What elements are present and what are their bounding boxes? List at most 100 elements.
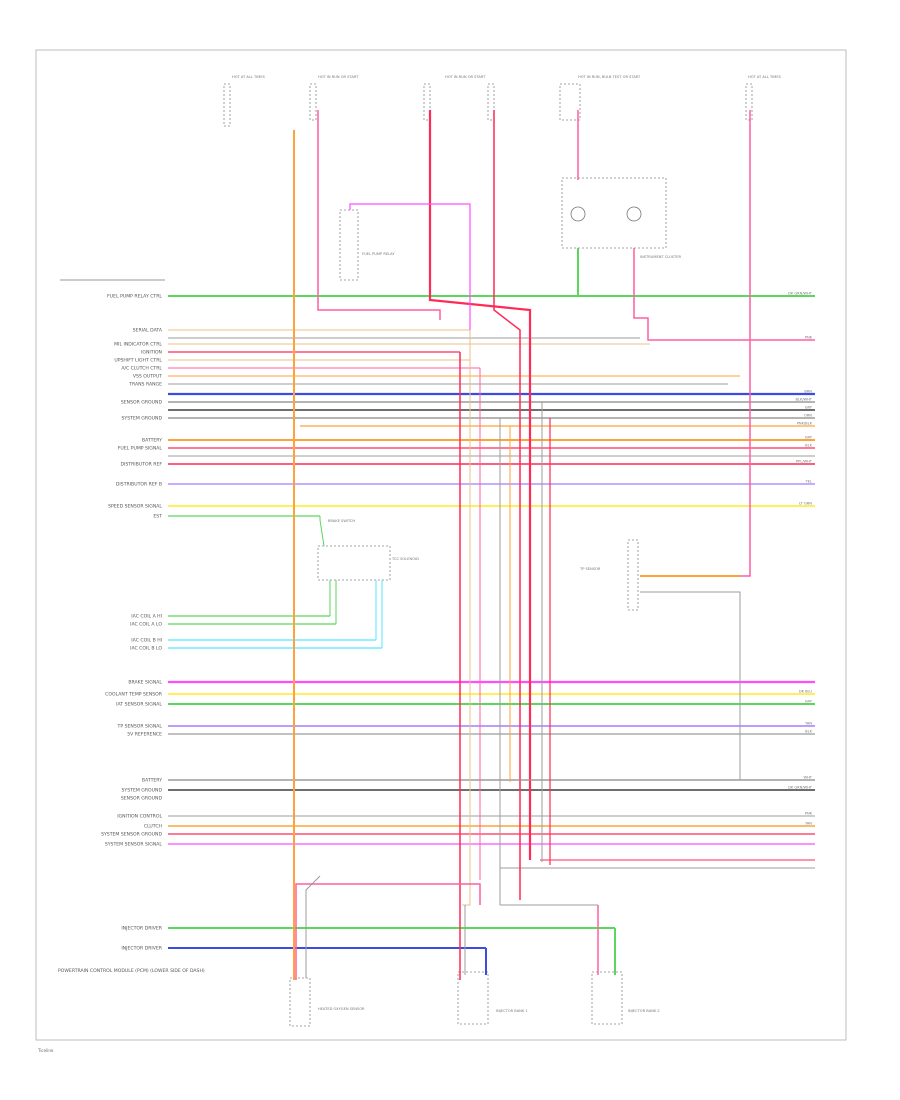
- wire-color-code: DK GRN/WHT: [788, 292, 813, 296]
- pin-function-label: IAC COIL B HI: [131, 638, 162, 644]
- top-labels: HOT AT ALL TIMES HOT IN RUN OR START HOT…: [232, 75, 782, 79]
- pin-function-label: TRANS RANGE: [128, 382, 162, 388]
- wire-color-code: PNK: [805, 336, 813, 340]
- pin-function-label: MIL INDICATOR CTRL: [114, 342, 162, 348]
- tcc-solenoid-label: TCC SOLENOID: [391, 557, 419, 561]
- pin-function-label: UPSHIFT LIGHT CTRL: [114, 358, 162, 364]
- tp-ground-wire: [505, 591, 741, 781]
- top-label-4: HOT IN RUN, BULB TEST OR START: [578, 75, 641, 79]
- pin-function-label: SENSOR GROUND: [121, 796, 163, 802]
- injector-bank-1-label: INJECTOR BANK 1: [496, 1009, 528, 1013]
- oxygen-sensor-label: HEATED OXYGEN SENSOR: [318, 1007, 365, 1011]
- sensor-ground-wire: [305, 875, 321, 978]
- fuse-markers: [223, 83, 753, 127]
- fuse-block-5: [559, 83, 581, 121]
- module-label: POWERTRAIN CONTROL MODULE (PCM) (LOWER S…: [58, 968, 205, 974]
- brake-switch-label: BRAKE SWITCH: [328, 519, 355, 523]
- pink-feed-wire: [317, 110, 441, 320]
- pin-function-label: 5V REFERENCE: [127, 732, 162, 738]
- pin-function-label: DISTRIBUTOR REF: [121, 462, 163, 468]
- cluster-bulb-icon: [570, 206, 586, 222]
- wire-color-code: GRY: [805, 436, 813, 440]
- top-label-3: HOT IN RUN OR START: [445, 75, 486, 79]
- wire-color-code: BLK: [805, 444, 812, 448]
- brake-wire: [319, 516, 325, 547]
- wire-color-code: BLK: [805, 730, 812, 734]
- wire-color-code: PNK/BLK: [797, 422, 813, 426]
- fuse-block-4: [487, 83, 495, 121]
- wire-color-code: GRY: [805, 700, 813, 704]
- pin-function-label: TP SENSOR SIGNAL: [117, 724, 163, 730]
- pin-function-label: VSS OUTPUT: [133, 374, 162, 380]
- wire-color-code: DK BLU: [799, 690, 813, 694]
- instrument-cluster-box: [561, 177, 667, 249]
- top-label-2: HOT IN RUN OR START: [318, 75, 359, 79]
- red-feed-wire: [428, 110, 532, 860]
- sensor-feed-wire: [295, 883, 481, 980]
- pin-function-label: INJECTOR DRIVER: [121, 946, 162, 952]
- right-codes-layer: DK GRN/WHTPNKBRNBLK/WHTGRYORNPNK/BLKGRYB…: [788, 292, 813, 826]
- footer-text: Ticeline: [37, 1048, 54, 1053]
- pin-function-label: SYSTEM GROUND: [122, 416, 163, 422]
- wire-color-code: GRY: [805, 406, 813, 410]
- pin-function-label: DISTRIBUTOR REF B: [116, 482, 162, 488]
- pin-function-label: EST: [153, 514, 162, 520]
- injector-bank-1-box: [457, 971, 489, 1025]
- diagram-frame: [35, 49, 847, 1041]
- fuel-pump-relay: FUEL PUMP RELAY: [339, 209, 395, 281]
- pin-function-label: INJECTOR DRIVER: [121, 926, 162, 932]
- fuel-pump-relay-label: FUEL PUMP RELAY: [362, 252, 395, 256]
- tan-drop-wire: [462, 330, 471, 906]
- pin-function-label: IAC COIL A HI: [131, 614, 162, 620]
- pin-function-label: SYSTEM SENSOR GROUND: [101, 832, 162, 838]
- tp-sensor-box: [627, 539, 639, 611]
- wire-color-code: TAN: [804, 722, 812, 726]
- pin-function-label: IAT SENSOR SIGNAL: [116, 702, 162, 708]
- relay-coil-wire: [349, 203, 471, 330]
- injector-bank-2-label: INJECTOR BANK 2: [628, 1009, 660, 1013]
- wire-color-code: PPL/WHT: [796, 460, 813, 464]
- pin-function-label: IGNITION CONTROL: [117, 814, 162, 820]
- wires-layer: [168, 110, 815, 980]
- instrument-cluster: INSTRUMENT CLUSTER: [561, 177, 681, 259]
- pin-function-label: BATTERY: [142, 778, 162, 784]
- wire-color-code: PNK: [805, 812, 813, 816]
- pin-function-label: A/C CLUTCH CTRL: [121, 366, 162, 372]
- wire-color-code: ORN: [804, 414, 812, 418]
- pin-function-label: SPEED SENSOR SIGNAL: [108, 504, 162, 510]
- injector-bank-2-box: [591, 971, 623, 1025]
- instrument-cluster-label: INSTRUMENT CLUSTER: [640, 255, 681, 259]
- pin-function-label: SYSTEM SENSOR SIGNAL: [105, 842, 163, 848]
- left-labels-layer: FUEL PUMP RELAY CTRL SERIAL DATA MIL INDIC…: [101, 294, 163, 952]
- pin-function-label: IAC COIL A LO: [130, 622, 162, 628]
- wire-color-code: TAN: [804, 822, 812, 826]
- pin-function-label: SENSOR GROUND: [121, 400, 163, 406]
- cluster-bulb-icon: [626, 206, 642, 222]
- pin-function-label: BATTERY: [142, 438, 162, 444]
- brake-switch: BRAKE SWITCH TCC SOLENOID: [317, 519, 419, 581]
- fuse-block-6: [745, 83, 753, 121]
- bottom-components: HEATED OXYGEN SENSOR INJECTOR BANK 1 INJ…: [289, 971, 660, 1027]
- wire-color-code: DK GRN/WHT: [788, 786, 813, 790]
- pin-function-label: BRAKE SIGNAL: [128, 680, 162, 686]
- pin-function-label: IAC COIL B LO: [130, 646, 162, 652]
- pin-function-label: IGNITION: [141, 350, 162, 356]
- wire-color-code: WHT: [804, 776, 813, 780]
- pin-function-label: COOLANT TEMP SENSOR: [105, 692, 163, 698]
- oxygen-sensor-box: [289, 977, 311, 1027]
- pin-function-label: CLUTCH: [144, 824, 162, 830]
- pin-function-label: FUEL PUMP SIGNAL: [118, 446, 163, 452]
- brake-switch-box: [317, 545, 391, 581]
- top-label-1: HOT AT ALL TIMES: [232, 75, 266, 79]
- pin-function-label: SERIAL DATA: [133, 328, 163, 334]
- fuse-block-1: [223, 83, 231, 127]
- tp-sensor: TP SENSOR: [579, 539, 639, 611]
- fuel-pump-relay-box: [339, 209, 359, 281]
- wire-color-code: BLK/WHT: [796, 398, 813, 402]
- fuse-block-2: [309, 83, 317, 121]
- red-feed-wire-2: [493, 110, 521, 900]
- pin-function-label: FUEL PUMP RELAY CTRL: [107, 294, 162, 300]
- tp-sensor-label: TP SENSOR: [579, 567, 601, 571]
